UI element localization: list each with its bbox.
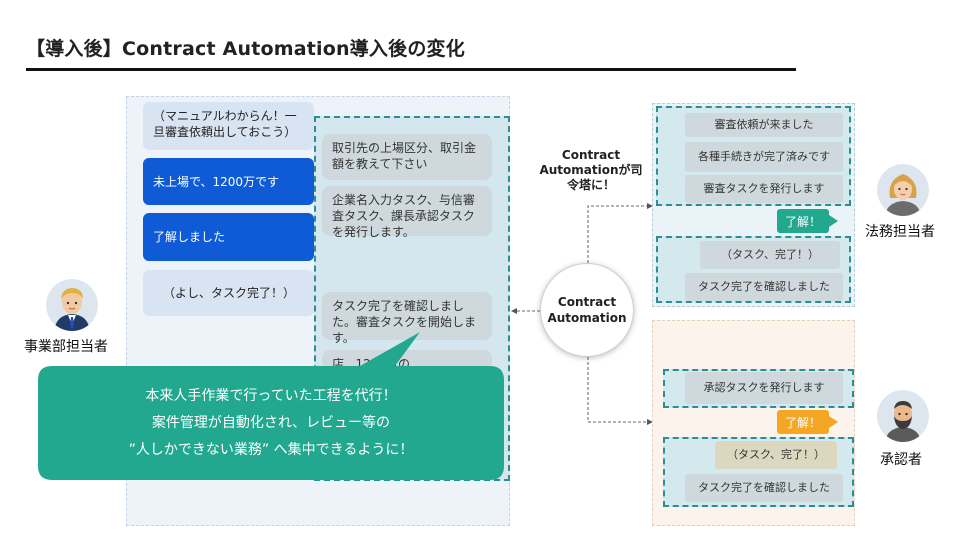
legal-person-label: 法務担当者 [865, 224, 935, 240]
bearded-man-icon [877, 390, 929, 442]
contract-automation-node: Contract Automation [540, 263, 634, 357]
legal-person-avatar [877, 164, 929, 216]
woman-icon [877, 164, 929, 216]
legal-msg-1: 審査依頼が来ました [685, 113, 843, 137]
business-person-avatar [46, 279, 98, 331]
callout-text: 本来人手作業で行っていた工程を代行！ 案件管理が自動化され、レビュー等の ”人し… [38, 366, 504, 480]
page-title: 【導入後】Contract Automation導入後の変化 [26, 38, 465, 60]
bot-message-2: 企業名入力タスク、与信審査タスク、課長承認タスクを発行します。 [322, 186, 492, 239]
user-message-4: （よし、タスク完了！） [143, 270, 314, 316]
title-underline [26, 68, 796, 71]
user-message-1: （マニュアルわからん！一旦審査依頼出しておこう） [143, 102, 314, 150]
approver-ok-reply: 了解！ [777, 410, 829, 434]
legal-msg-5: タスク完了を確認しました [685, 273, 843, 301]
legal-msg-2: 各種手続きが完了済みです [685, 142, 843, 172]
user-message-3: 了解しました [143, 213, 314, 261]
approver-label: 承認者 [880, 452, 922, 468]
contract-automation-label: Contract Automation [547, 295, 627, 325]
businessman-icon [46, 279, 98, 331]
approver-msg-1: 承認タスクを発行します [685, 372, 843, 404]
callout-line-1: 本来人手作業で行っていた工程を代行！ [145, 387, 397, 404]
approver-avatar [877, 390, 929, 442]
legal-msg-4: （タスク、完了！） [700, 241, 840, 269]
business-person-label: 事業部担当者 [24, 339, 108, 355]
command-label: Contract Automationが司令塔に！ [539, 148, 643, 192]
bot-message-3: タスク完了を確認しました。審査タスクを開始します。 [322, 292, 492, 345]
legal-msg-3: 審査タスクを発行します [685, 175, 843, 203]
approver-msg-2: （タスク、完了！） [715, 441, 837, 469]
legal-ok-reply: 了解！ [777, 209, 829, 233]
callout-line-3: ”人しかできない業務” へ集中できるように！ [128, 441, 414, 458]
approver-msg-3: タスク完了を確認しました [685, 474, 843, 502]
user-message-2: 未上場で、1200万です [143, 158, 314, 205]
bot-message-1: 取引先の上場区分、取引金額を教えて下さい [322, 134, 492, 180]
callout-line-2: 案件管理が自動化され、レビュー等の [151, 414, 391, 431]
